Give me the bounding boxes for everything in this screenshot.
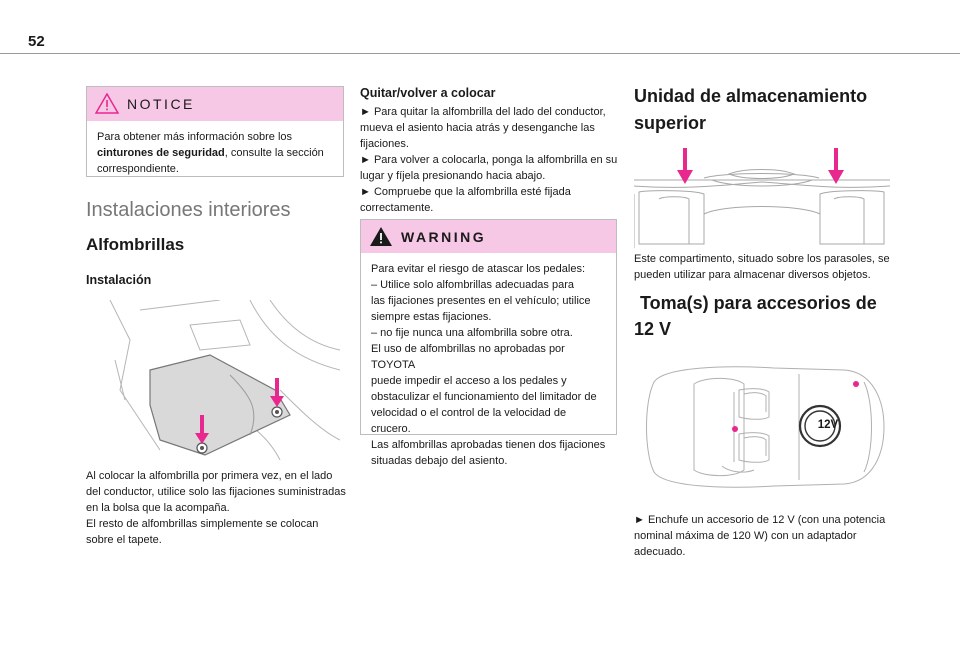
socket-text-line: adecuado. (634, 546, 686, 558)
page-number: 52 (28, 33, 45, 50)
socket-text: ► Enchufe un accesorio de 12 V (con una … (634, 512, 899, 560)
socket-text-line: nominal máxima de 120 W) con un adaptado… (634, 530, 857, 542)
remove-text: ► Para quitar la alfombrilla del lado de… (360, 104, 622, 216)
warning-text-line: Las alfombrillas aprobadas tienen dos fi… (371, 439, 606, 451)
notice-box: NOTICE Para obtener más información sobr… (86, 86, 344, 177)
subsection-title: Alfombrillas (86, 235, 185, 254)
storage-text-line: Este compartimento, situado sobre los pa… (634, 253, 890, 265)
floor-mat-illustration (109, 300, 340, 460)
notice-title: NOTICE (127, 96, 195, 112)
car-topview-illustration (646, 366, 885, 488)
notice-text-bold: cinturones de seguridad (97, 147, 225, 159)
remove-text-line: ► Para quitar la alfombrilla del lado de… (360, 106, 606, 118)
warning-text-line: – no fije nunca una alfombrilla sobre ot… (371, 327, 573, 339)
warning-text-line: – Utilice solo alfombrillas adecuadas pa… (371, 279, 574, 291)
notice-header: NOTICE (87, 87, 343, 121)
install-text-line: del conductor, utilice solo las fijacion… (86, 486, 346, 498)
socket-title-line: 12 V (634, 319, 672, 339)
install-text-line: Al colocar la alfombrilla por primera ve… (86, 470, 333, 482)
remove-text-line: lugar y fíjela presionando hacia abajo. (360, 170, 546, 182)
warning-title: WARNING (401, 229, 487, 245)
storage-title-line: superior (634, 113, 707, 133)
warning-text-line: puede impedir el acceso a los pedales y (371, 375, 567, 387)
warning-text-line: siempre estas fijaciones. (371, 311, 492, 323)
notice-text-line: , consulte la sección (224, 147, 324, 159)
warning-text-line: El uso de alfombrillas no aprobadas por … (371, 343, 565, 371)
remove-text-line: correctamente. (360, 202, 434, 214)
socket-12v-label: 12V (817, 419, 839, 431)
warning-text-line: las fijaciones presentes en el vehículo;… (371, 295, 591, 307)
warning-header: WARNING (361, 220, 616, 253)
remove-text-line: ► Compruebe que la alfombrilla esté fija… (360, 186, 571, 198)
notice-body: Para obtener más información sobre los c… (87, 121, 343, 185)
warning-triangle-icon (370, 227, 392, 246)
remove-text-line: ► Para volver a colocarla, ponga la alfo… (360, 154, 618, 166)
socket-text-line: ► Enchufe un accesorio de 12 V (con una … (634, 514, 886, 526)
warning-text-line: Para evitar el riesgo de atascar los ped… (371, 263, 586, 275)
storage-text: Este compartimento, situado sobre los pa… (634, 251, 899, 283)
remove-text-line: mueva el asiento hacia atrás y desenganc… (360, 122, 595, 134)
install-text: Al colocar la alfombrilla por primera ve… (86, 468, 348, 548)
storage-illustration (634, 148, 890, 248)
remove-heading: Quitar/volver a colocar (360, 86, 496, 100)
install-text-line: El resto de alfombrillas simplemente se … (86, 518, 319, 530)
storage-text-line: pueden utilizar para almacenar diversos … (634, 269, 871, 281)
warning-body: Para evitar el riesgo de atascar los ped… (361, 253, 616, 477)
storage-title-line: Unidad de almacenamiento (634, 86, 868, 106)
header-divider (0, 53, 960, 54)
storage-title: Unidad de almacenamiento superior (634, 84, 914, 136)
warning-text-line: obstaculizar el funcionamiento del limit… (371, 391, 597, 403)
section-title: Instalaciones interiores (86, 199, 291, 221)
warning-text-line: situadas debajo del asiento. (371, 455, 508, 467)
socket-title-line: Toma(s) para accesorios de (640, 293, 877, 313)
socket-title: Toma(s) para accesorios de 12 V (634, 291, 914, 342)
notice-text-line: Para obtener más información sobre los (97, 131, 293, 143)
warning-text-line: velocidad o el control de la velocidad d… (371, 407, 567, 435)
install-heading: Instalación (86, 273, 152, 287)
remove-text-line: fijaciones. (360, 138, 409, 150)
install-text-line: sobre el tapete. (86, 534, 162, 546)
warning-box: WARNING Para evitar el riesgo de atascar… (360, 219, 617, 467)
notice-text-line: correspondiente. (97, 163, 179, 175)
install-text-line: en la bolsa que la acompaña. (86, 502, 230, 514)
warning-triangle-icon (95, 93, 119, 114)
